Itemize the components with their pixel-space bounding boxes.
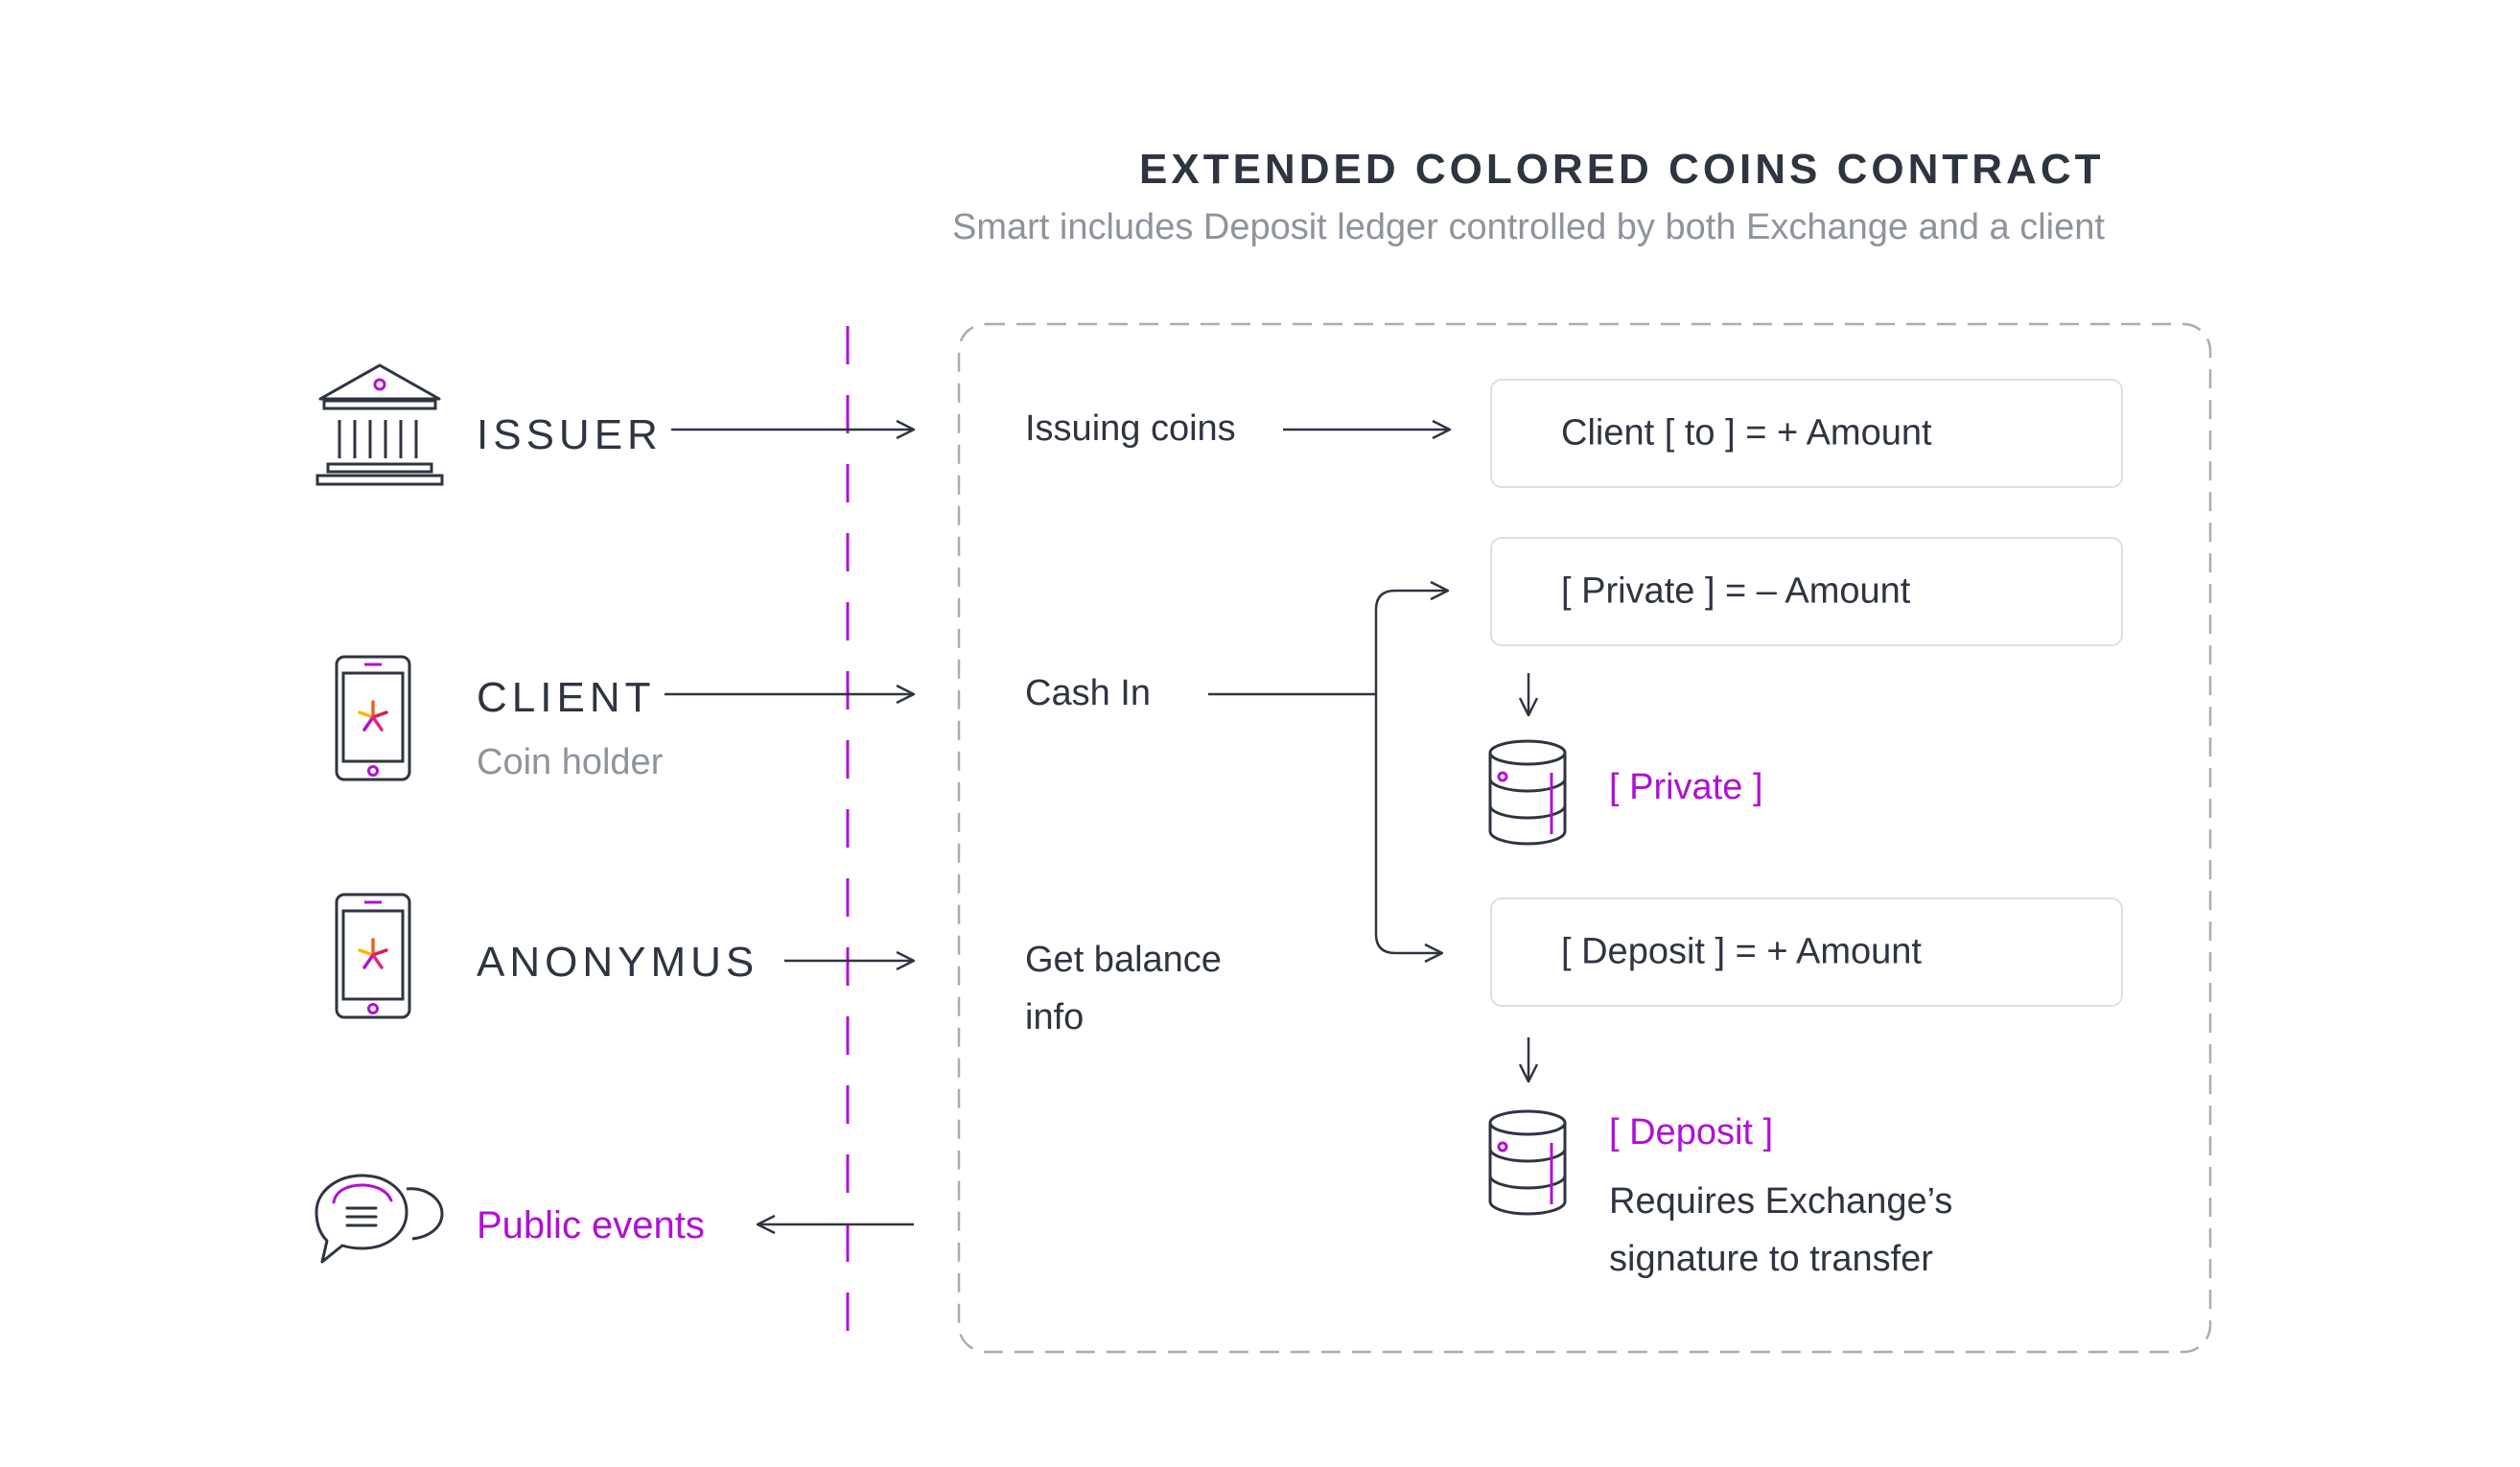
chat-bubbles-icon: [315, 1174, 444, 1264]
ledger-deposit: [ Deposit ] = + Amount: [1490, 897, 2123, 1007]
database-icon: [1488, 739, 1567, 846]
ledger-client-to: Client [ to ] = + Amount: [1490, 379, 2123, 488]
issuing-coins-label: Issuing coins: [1025, 408, 1236, 449]
database-icon: [1488, 1109, 1567, 1216]
client-sublabel: Coin holder: [477, 742, 664, 782]
get-balance-label: Get balance: [1025, 940, 1222, 980]
cash-in-label: Cash In: [1025, 673, 1151, 713]
diagram-subtitle: Smart includes Deposit ledger controlled…: [952, 207, 2105, 247]
deposit-note-line1: Requires Exchange’s: [1609, 1181, 1953, 1222]
public-events-label: Public events: [477, 1204, 705, 1246]
smartphone-icon: [335, 893, 411, 1019]
private-store-label: [ Private ]: [1609, 767, 1763, 807]
ledger-deposit-text: [ Deposit ] = + Amount: [1561, 931, 1922, 972]
anonymus-label: ANONYMUS: [477, 939, 759, 986]
cash-in-branch-down: [1374, 694, 1442, 953]
get-balance-label-line2: info: [1025, 997, 1085, 1037]
issuer-label: ISSUER: [477, 411, 663, 458]
deposit-note-line2: signature to transfer: [1609, 1239, 1933, 1279]
diagram-title: EXTENDED COLORED COINS CONTRACT: [1139, 146, 2105, 193]
client-label: CLIENT: [477, 674, 656, 721]
cash-in-branch-up: [1374, 591, 1448, 694]
ledger-client-to-text: Client [ to ] = + Amount: [1561, 412, 1932, 454]
ledger-private-text: [ Private ] = – Amount: [1561, 570, 1911, 612]
ledger-private: [ Private ] = – Amount: [1490, 537, 2123, 646]
smartphone-icon: [335, 655, 411, 781]
deposit-store-label: [ Deposit ]: [1609, 1112, 1774, 1153]
contract-boundary: [957, 322, 2212, 1354]
bank-building-icon: [315, 363, 444, 486]
